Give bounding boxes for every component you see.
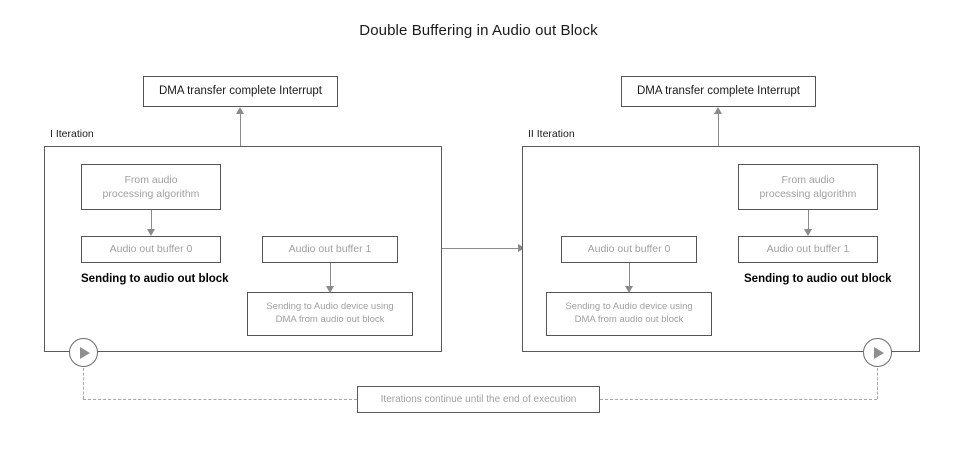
connector-iteration-1-to-2-line — [442, 248, 520, 249]
iteration-2-source-to-buffer-line — [808, 210, 809, 231]
iteration-2-source-box: From audio processing algorithm — [738, 164, 878, 210]
iteration-1-label: I Iteration — [50, 128, 94, 140]
iteration-1-dma-line1: Sending to Audio device using — [266, 301, 394, 313]
iteration-2-dma-line1: Sending to Audio device using — [565, 301, 693, 313]
connector-iteration-1-to-2-arrowhead — [518, 244, 525, 252]
connector-interrupt-left-arrowhead — [236, 107, 244, 114]
iteration-1-source-line2: processing algorithm — [102, 188, 200, 200]
interrupt-box-left: DMA transfer complete Interrupt — [143, 76, 338, 107]
iteration-1-buffer-fill-box: Audio out buffer 0 — [81, 236, 221, 263]
loop-note-box: Iterations continue until the end of exe… — [357, 386, 600, 413]
iteration-1-source-box: From audio processing algorithm — [81, 164, 221, 210]
iteration-1-caption: Sending to audio out block — [81, 273, 229, 285]
iteration-2-source-line2: processing algorithm — [759, 188, 857, 200]
iteration-1-buffer-drain-box: Audio out buffer 1 — [262, 236, 398, 263]
connector-interrupt-right-arrowhead — [714, 107, 722, 114]
iteration-2-dma-line2: DMA from audio out block — [574, 314, 684, 325]
loop-dash-left-vertical — [83, 368, 84, 399]
iteration-2-buffer-drain-box: Audio out buffer 0 — [561, 236, 697, 263]
interrupt-box-right: DMA transfer complete Interrupt — [621, 76, 816, 107]
iteration-1-dma-box: Sending to Audio device using DMA from a… — [247, 292, 413, 336]
loop-dash-left-horizontal — [83, 399, 357, 400]
connector-interrupt-left-line — [240, 113, 241, 146]
loop-dash-right-horizontal — [600, 399, 877, 400]
loop-dash-right-vertical — [877, 368, 878, 399]
iteration-2-label: II Iteration — [528, 128, 575, 140]
play-triangle-right — [874, 346, 884, 359]
iteration-1-source-to-buffer-arrowhead — [147, 229, 155, 236]
page-title: Double Buffering in Audio out Block — [359, 22, 598, 39]
connector-interrupt-right-line — [718, 113, 719, 146]
iteration-2-buffer-to-dma-arrowhead — [625, 286, 633, 293]
iteration-2-source-line1: From audio — [781, 173, 835, 186]
play-triangle-left — [80, 346, 90, 359]
iteration-2-dma-box: Sending to Audio device using DMA from a… — [546, 292, 712, 336]
iteration-2-source-to-buffer-arrowhead — [804, 229, 812, 236]
iteration-1-source-line1: From audio — [124, 173, 178, 186]
play-icon-left[interactable] — [69, 338, 98, 367]
iteration-1-buffer-to-dma-arrowhead — [326, 286, 334, 293]
play-icon-right[interactable] — [863, 338, 892, 367]
iteration-2-buffer-to-dma-line — [629, 263, 630, 288]
iteration-2-caption: Sending to audio out block — [744, 273, 892, 285]
iteration-2-buffer-fill-box: Audio out buffer 1 — [738, 236, 878, 263]
iteration-1-dma-line2: DMA from audio out block — [275, 314, 385, 325]
iteration-1-source-to-buffer-line — [151, 210, 152, 231]
iteration-1-buffer-to-dma-line — [330, 263, 331, 288]
